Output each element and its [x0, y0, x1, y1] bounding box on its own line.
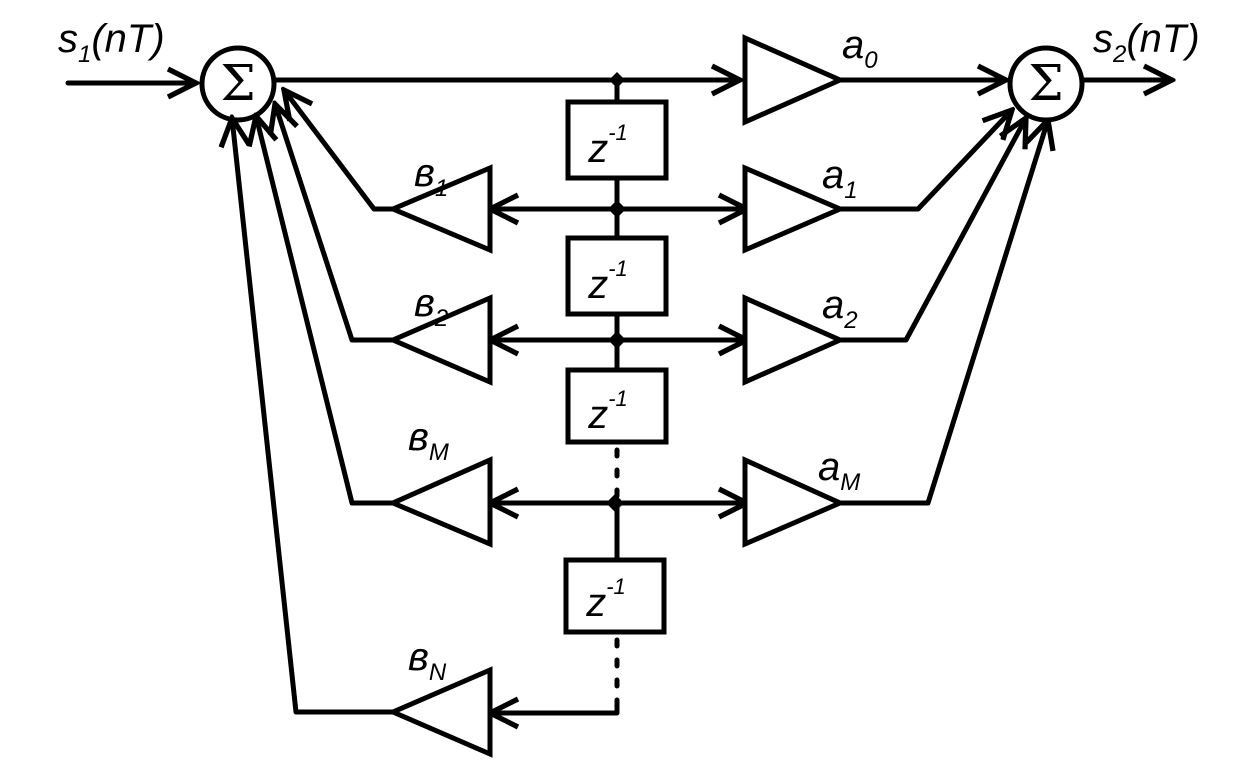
- input-label: s1(nT): [58, 17, 165, 68]
- svg-text:z-1: z-1: [587, 120, 628, 171]
- label-bM: вM: [408, 415, 449, 466]
- sigma-symbol-right: Σ: [1028, 54, 1063, 112]
- svg-text:z-1: z-1: [585, 574, 626, 625]
- label-b2: в2: [414, 281, 448, 332]
- delay-box-3: [565, 367, 669, 445]
- label-a1: a1: [822, 153, 858, 204]
- amp-a0: [742, 34, 847, 126]
- svg-text:z-1: z-1: [587, 386, 628, 437]
- output-summer: [1007, 45, 1085, 123]
- amp-a1: [742, 164, 847, 254]
- delay-labels: z-1 z-1 z-1 z-1: [585, 120, 628, 625]
- label-b1: в1: [414, 151, 448, 202]
- label-bN: вN: [408, 635, 447, 686]
- amp-bN: [386, 666, 493, 758]
- svg-text:z-1: z-1: [587, 256, 628, 307]
- sigma-symbol-left: Σ: [220, 54, 255, 112]
- output-label: s2(nT): [1093, 17, 1200, 68]
- delay-box-2: [565, 235, 669, 317]
- amp-b1: [386, 164, 493, 254]
- label-a0: a0: [842, 23, 878, 74]
- label-a2: a2: [822, 283, 858, 334]
- amp-bM: [386, 456, 493, 548]
- amp-aM: [742, 456, 847, 548]
- label-aM: aM: [818, 445, 860, 496]
- delay-box-4: [563, 557, 667, 635]
- amp-a2: [742, 294, 847, 386]
- amp-b2: [386, 294, 493, 386]
